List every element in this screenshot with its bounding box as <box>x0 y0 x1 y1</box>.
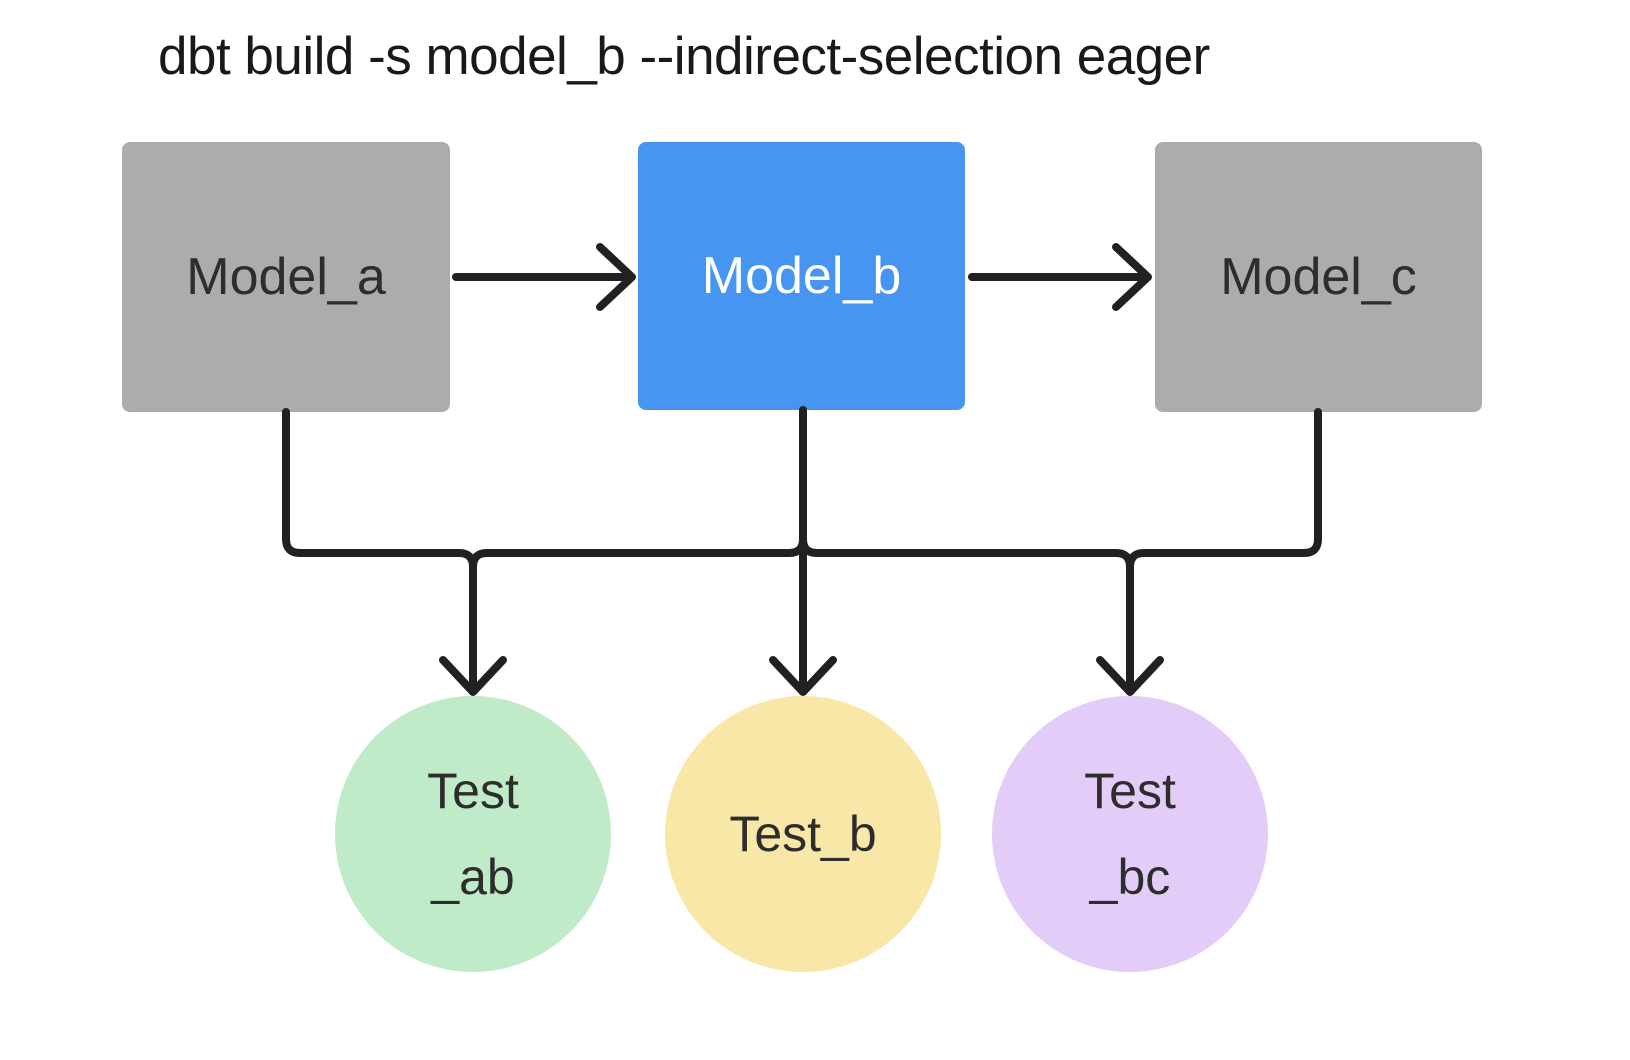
node-test-ab: Test _ab <box>335 696 611 972</box>
edge-model-b-to-model-c-arrowhead-icon <box>1112 243 1152 311</box>
edge-test-bc-arrowhead-icon <box>1096 656 1164 696</box>
edge-model-c-to-bus <box>1126 408 1322 571</box>
node-model-c-label: Model_c <box>1220 248 1417 306</box>
edge-model-a-to-model-b-arrowhead-icon <box>596 243 636 311</box>
command-title: dbt build -s model_b --indirect-selectio… <box>158 27 1210 86</box>
node-model-b-label: Model_b <box>701 247 902 305</box>
node-model-c: Model_c <box>1155 142 1482 412</box>
node-test-bc-label: Test _bc <box>1084 763 1176 905</box>
edge-test-b-arrowhead-icon <box>769 656 837 696</box>
node-model-a-label: Model_a <box>186 248 386 306</box>
edge-model-a-to-bus-and-test-ab <box>282 408 477 694</box>
bus-segment-left <box>469 535 807 571</box>
bus-segment-right <box>799 535 1134 694</box>
node-test-ab-label: Test _ab <box>427 763 519 905</box>
node-test-b: Test_b <box>665 696 941 972</box>
node-model-a: Model_a <box>122 142 450 412</box>
node-model-b: Model_b <box>638 142 965 410</box>
node-test-b-label: Test_b <box>729 806 877 862</box>
edge-test-ab-arrowhead-icon <box>439 656 507 696</box>
node-test-bc: Test _bc <box>992 696 1268 972</box>
